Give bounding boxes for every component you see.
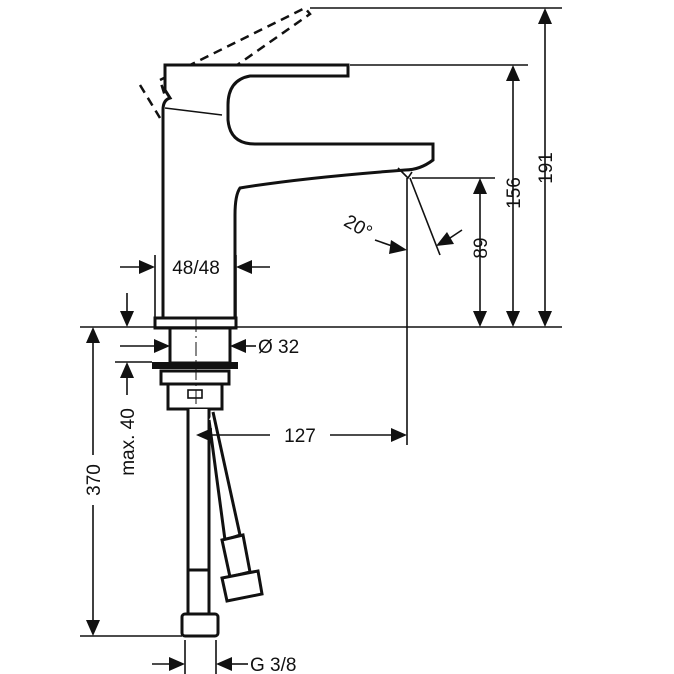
dim-spout-height: 89	[471, 237, 492, 258]
dim-body-width: 48/48	[172, 258, 220, 279]
dim-lever-height: 156	[504, 177, 525, 209]
aerator	[397, 167, 413, 180]
lever-open-back	[138, 84, 162, 119]
fixing-clip	[187, 389, 203, 399]
shank	[168, 326, 232, 365]
fixing-body	[166, 382, 224, 411]
hose-fitting-straight	[186, 568, 211, 617]
fixing-nut	[159, 369, 231, 386]
dimension-lines	[86, 8, 552, 671]
lever-base-line	[164, 107, 223, 116]
hose-nut-straight	[180, 612, 220, 638]
hose-angled	[207, 411, 242, 542]
hose-nut-angled	[220, 569, 264, 603]
dim-max-deck-thickness: max. 40	[118, 408, 139, 476]
dim-connection-thread: G 3/8	[250, 655, 296, 674]
dim-spout-angle: 20°	[340, 211, 375, 244]
hose-fitting-angled	[220, 533, 252, 579]
reference-lines	[80, 7, 562, 674]
dim-shank-diameter: Ø 32	[258, 337, 299, 358]
faucet-outline	[161, 63, 435, 320]
dim-total-height: 191	[536, 152, 557, 184]
dim-spout-reach: 127	[284, 426, 316, 447]
faucet-body	[138, 6, 435, 470]
supply-hoses	[180, 409, 264, 638]
dim-hose-length: 370	[84, 464, 105, 496]
fixing-plate	[152, 362, 238, 369]
